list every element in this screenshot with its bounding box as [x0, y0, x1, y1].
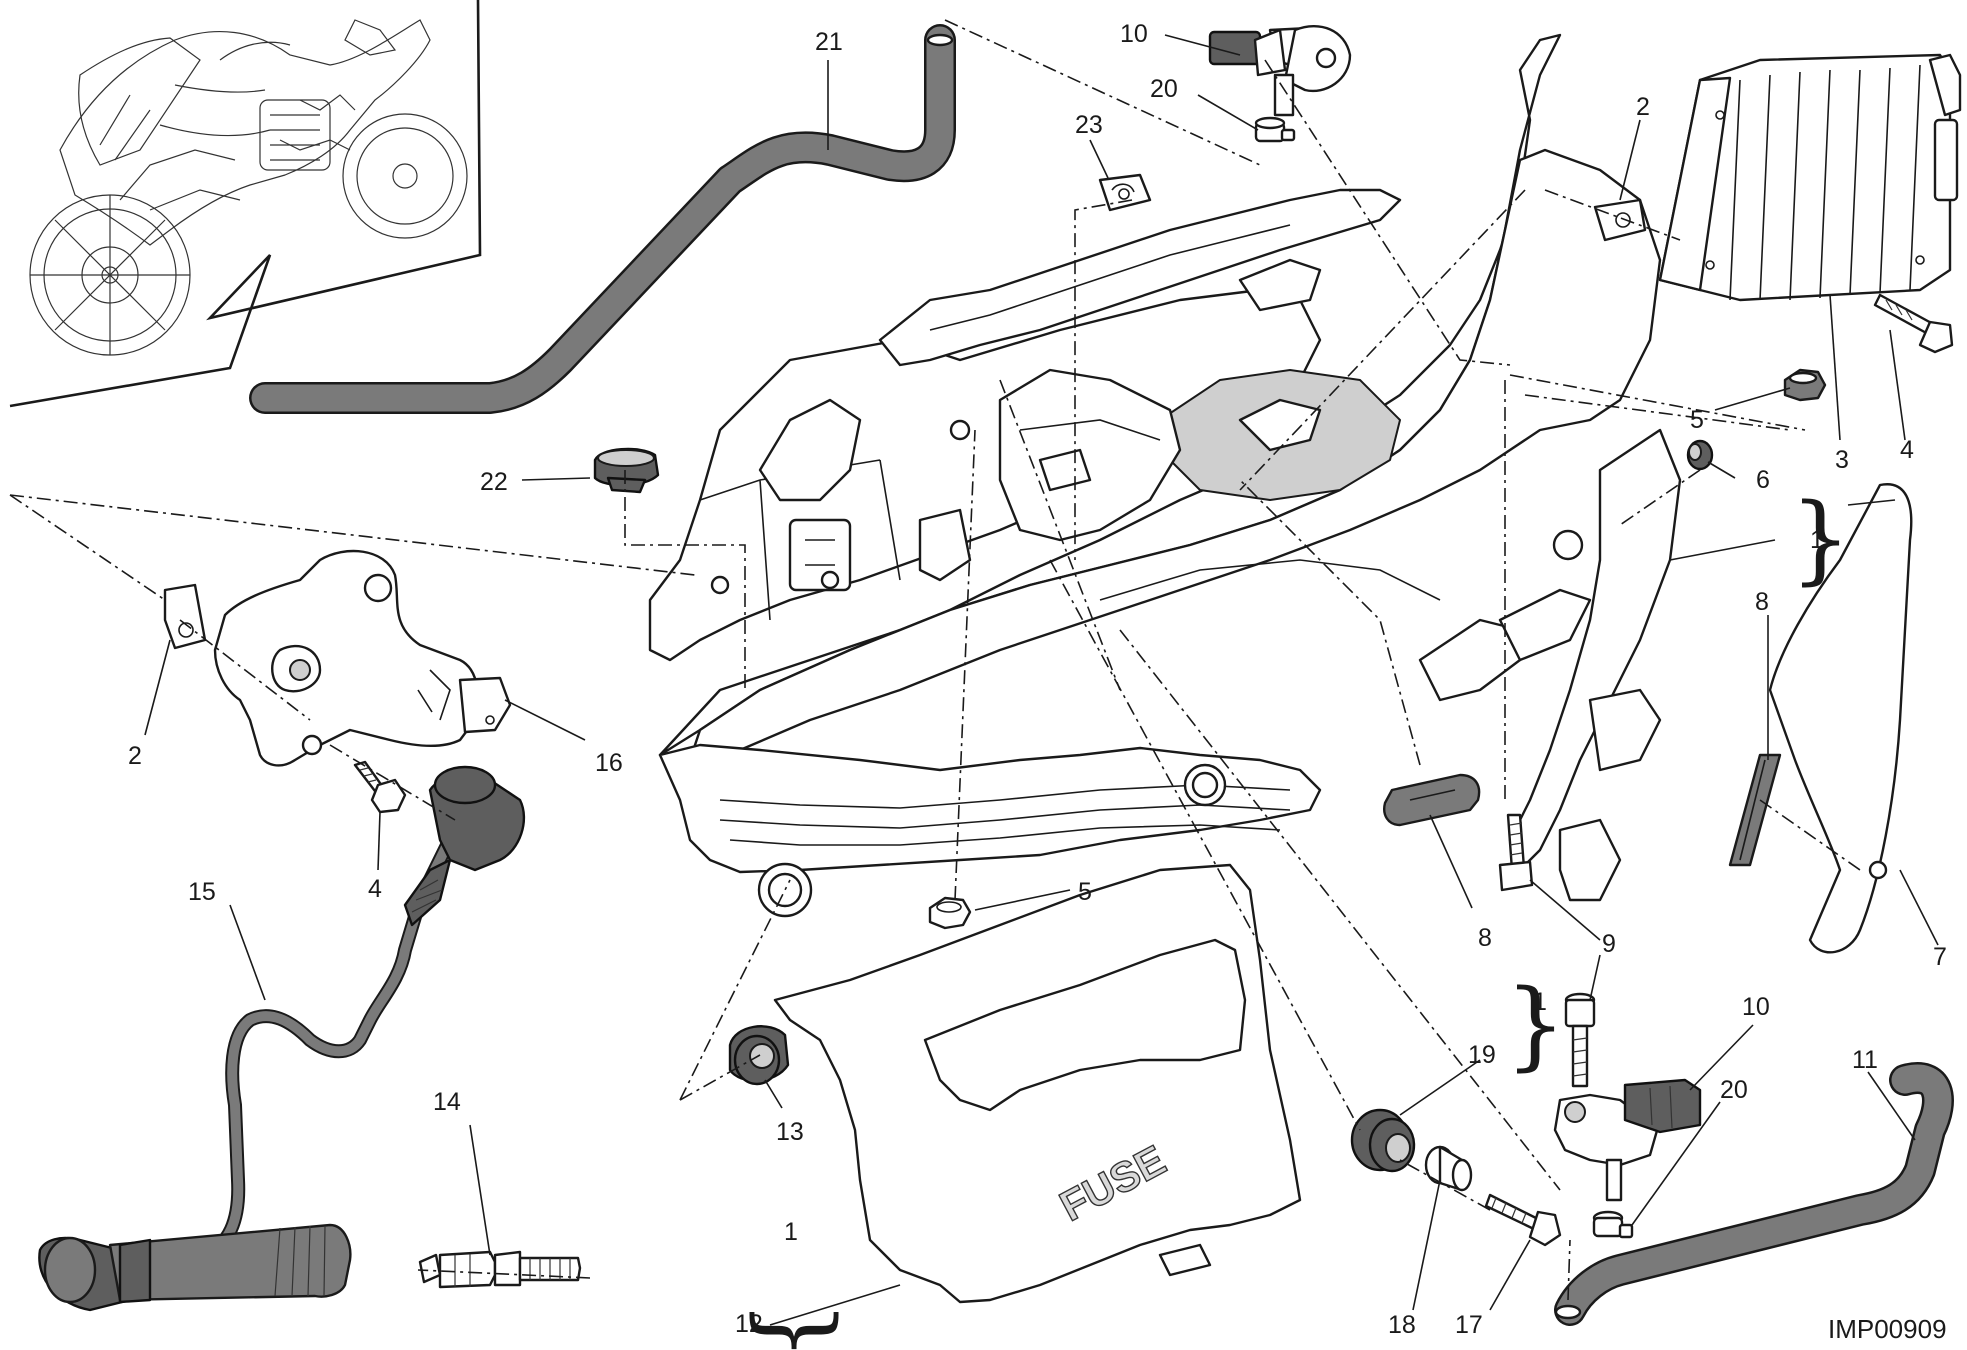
callout-15: 15 [188, 878, 216, 906]
callout-1-middle: 1 [1533, 988, 1547, 1016]
part-18-spacer [1424, 1145, 1473, 1192]
callout-13: 13 [776, 1118, 804, 1146]
part-4-bolt-left [353, 760, 407, 814]
part-10-sensor-lower [1553, 1078, 1702, 1202]
part-17-bolt [1484, 1193, 1562, 1247]
part-5-nut-right [1783, 368, 1827, 402]
part-20-clamp-top [1254, 116, 1296, 143]
callout-12: 12 [735, 1310, 763, 1338]
reference-code: IMP00909 [1828, 1314, 1947, 1344]
leader-lines [144, 34, 1939, 1326]
part-13-grommet [728, 1025, 790, 1086]
part-15-ignition-lead [38, 765, 526, 1312]
callout-18: 18 [1388, 1311, 1416, 1339]
callout-3: 3 [1835, 446, 1849, 474]
callout-19: 19 [1468, 1041, 1496, 1069]
part-8-pad-middle [1383, 773, 1481, 827]
part-6-grommet [1686, 439, 1714, 471]
callout-5-right: 5 [1690, 406, 1704, 434]
callout-1-lower: 1 [784, 1218, 798, 1246]
part-2-spring-nut-right [1593, 198, 1647, 242]
callout-4-right: 4 [1900, 436, 1914, 464]
part-11-hose [1554, 1062, 1954, 1326]
callout-14: 14 [433, 1088, 461, 1116]
part-5-nut-lower [928, 896, 972, 930]
part-21-hose [249, 24, 956, 414]
callout-5-lower: 5 [1078, 878, 1092, 906]
part-3-regulator [1658, 53, 1962, 302]
part-4-bolt-right [1873, 293, 1954, 354]
callout-4-left: 4 [368, 875, 382, 903]
callout-7: 7 [1933, 943, 1947, 971]
callout-9: 9 [1602, 930, 1616, 958]
part-12-fuse-cover [773, 863, 1302, 1304]
part-23-spring-nut [1098, 173, 1152, 212]
part-2-spring-nut-left [163, 583, 207, 650]
callout-23: 23 [1075, 111, 1103, 139]
callout-6: 6 [1756, 466, 1770, 494]
callout-22: 22 [480, 468, 508, 496]
callout-8-middle: 8 [1478, 924, 1492, 952]
part-7-side-cover [1768, 483, 1913, 954]
callout-11: 11 [1852, 1046, 1878, 1074]
brace-1-middle: } [1505, 969, 1566, 1081]
assembly-lines [9, 19, 1861, 1301]
part-9-bolt-upper [1498, 813, 1534, 892]
callout-17: 17 [1455, 1311, 1483, 1339]
part-14-spark-plug [418, 1250, 582, 1289]
battery-tray-subframe [648, 33, 1682, 918]
callout-21: 21 [815, 28, 843, 56]
callout-20-top: 20 [1150, 75, 1178, 103]
callout-2-right: 2 [1636, 93, 1650, 121]
part-22-grommet [593, 447, 660, 494]
callout-10-lower: 10 [1742, 993, 1770, 1021]
callout-10-top: 10 [1120, 20, 1148, 48]
part-19-grommet [1350, 1108, 1416, 1173]
callout-16: 16 [595, 749, 623, 777]
brace-1-lower: } [742, 1300, 854, 1350]
callout-1-upper: 1 [1810, 526, 1824, 554]
callout-20-lower: 20 [1720, 1076, 1748, 1104]
callout-labels: 21 10 20 23 2 5 3 4 6 1 8 7 22 2 16 4 15… [128, 20, 1947, 1339]
part-10-sensor-top [1208, 25, 1352, 117]
part-8-strip-right [1728, 753, 1782, 867]
callout-8-right: 8 [1755, 588, 1769, 616]
brace-1-upper: } [1790, 483, 1851, 595]
part-9-bolt-lower [1564, 992, 1596, 1088]
callout-2-left: 2 [128, 742, 142, 770]
part-20-clamp-lower [1592, 1210, 1634, 1239]
part-16-ignition-coil [213, 549, 512, 767]
motorcycle-inset [9, 0, 482, 408]
